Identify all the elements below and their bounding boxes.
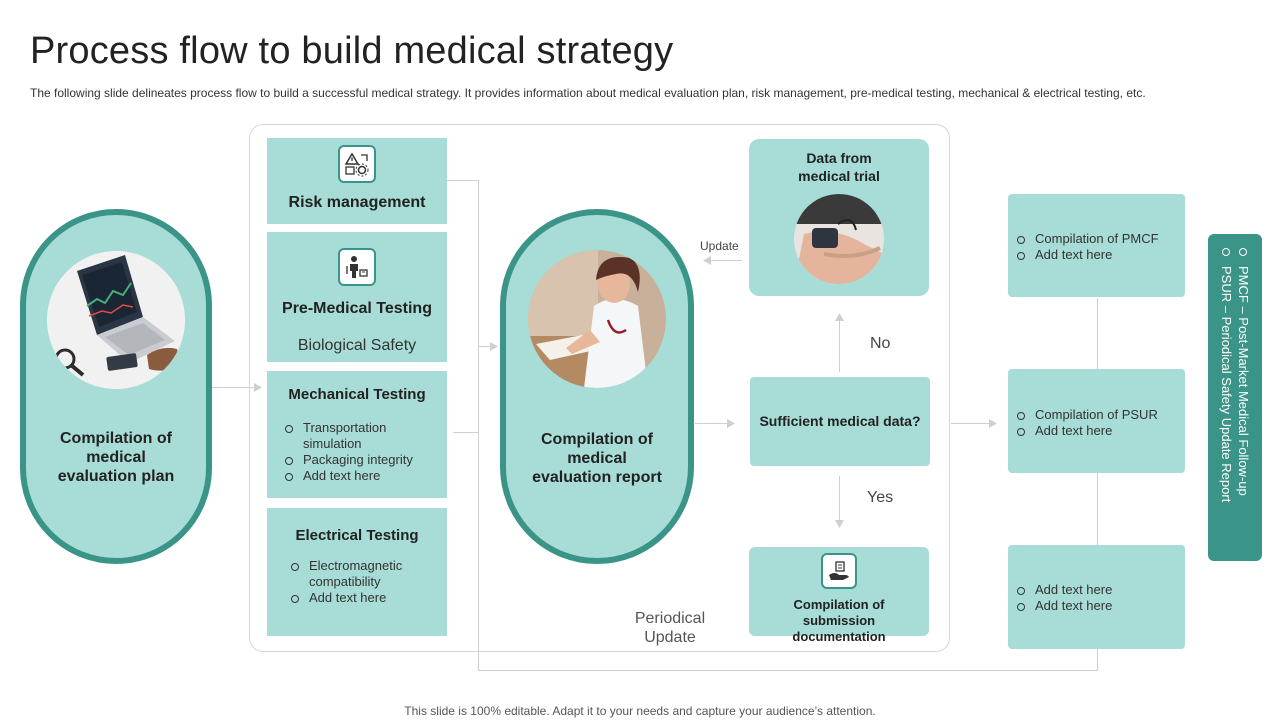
laptop-photo <box>47 251 185 389</box>
medical-trial-title: Data from medical trial <box>798 150 880 184</box>
connector-risk-out <box>447 180 478 181</box>
sufficient-data-label: Sufficient medical data? <box>759 413 921 429</box>
periodical-update-label: Periodical Update <box>634 610 706 646</box>
list-item: Add text here <box>1017 582 1177 598</box>
legend-item-psur: PSUR – Periodical Safety Update Report <box>1218 248 1235 548</box>
electrical-testing-bullets: Electromagnetic compatibility Add text h… <box>291 558 431 606</box>
connector-yes <box>839 476 840 522</box>
arrow-head-plan <box>254 383 262 392</box>
evaluation-report-label: Compilation of medical evaluation report <box>532 431 662 486</box>
abbreviation-legend-text: PMCF – Post-Market Medical Follow-up PSU… <box>1218 248 1252 548</box>
connector-no <box>839 320 840 372</box>
electrical-testing-box: Electrical Testing Electromagnetic compa… <box>267 508 447 636</box>
pmcf-box: Compilation of PMCF Add text here <box>1008 194 1185 297</box>
medical-trial-box: Data from medical trial <box>749 139 929 296</box>
pre-medical-testing-box: Pre-Medical Testing Biological Safety <box>267 232 447 362</box>
update-label: Update <box>700 239 739 253</box>
mechanical-testing-box: Mechanical Testing Transportation simula… <box>267 371 447 498</box>
arrow-head-update <box>703 256 711 265</box>
additional-bullets: Add text here Add text here <box>1017 582 1177 614</box>
list-item: Transportation simulation <box>285 420 435 452</box>
abbreviation-legend: PMCF – Post-Market Medical Follow-up PSU… <box>1208 234 1262 561</box>
list-item: Compilation of PMCF <box>1017 231 1177 247</box>
arrow-head-right <box>989 419 997 428</box>
arrow-head-report <box>490 342 498 351</box>
sufficient-data-decision-box: Sufficient medical data? <box>750 377 930 466</box>
psur-box: Compilation of PSUR Add text here <box>1008 369 1185 473</box>
connector-plan-to-tests <box>212 387 258 388</box>
risk-management-title: Risk management <box>288 194 426 211</box>
pmcf-bullets: Compilation of PMCF Add text here <box>1017 231 1177 263</box>
process-frame <box>249 124 950 652</box>
additional-box: Add text here Add text here <box>1008 545 1185 649</box>
connector-right-vertical <box>1097 298 1098 671</box>
psur-bullets: Compilation of PSUR Add text here <box>1017 407 1177 439</box>
list-item: Add text here <box>1017 247 1177 263</box>
connector-bus-to-report <box>478 346 492 347</box>
electrical-testing-title: Electrical Testing <box>295 527 419 544</box>
arrow-head-no <box>835 313 844 321</box>
list-item: Add text here <box>1017 423 1177 439</box>
page-subtitle: The following slide delineates process f… <box>30 86 1146 100</box>
list-item: Add text here <box>285 468 435 484</box>
list-item: Add text here <box>1017 598 1177 614</box>
list-item: Compilation of PSUR <box>1017 407 1177 423</box>
risk-triangle-gear-icon <box>338 145 376 183</box>
arrow-head-yes <box>835 520 844 528</box>
list-item: Electromagnetic compatibility <box>291 558 431 590</box>
decision-yes-label: Yes <box>867 489 894 506</box>
mechanical-testing-bullets: Transportation simulation Packaging inte… <box>285 420 435 484</box>
list-item: Packaging integrity <box>285 452 435 468</box>
evaluation-report-pill: Compilation of medical evaluation report <box>500 209 694 564</box>
mechanical-testing-title: Mechanical Testing <box>288 386 426 403</box>
evaluation-plan-pill: Compilation of medical evaluation plan <box>20 209 212 564</box>
list-item: Add text here <box>291 590 431 606</box>
arrow-head-decision <box>727 419 735 428</box>
risk-management-box: Risk management <box>267 138 447 224</box>
submission-documentation-title: Compilation of submission documentation <box>792 597 886 644</box>
blood-pressure-photo <box>794 194 884 284</box>
connector-report-to-decision <box>695 423 729 424</box>
connector-decision-to-right <box>951 423 991 424</box>
connector-update <box>710 260 742 261</box>
hand-document-icon <box>821 553 857 589</box>
page-title: Process flow to build medical strategy <box>30 30 674 72</box>
decision-no-label: No <box>870 335 891 352</box>
pre-medical-testing-subtitle: Biological Safety <box>297 337 417 354</box>
legend-item-pmcf: PMCF – Post-Market Medical Follow-up <box>1235 248 1252 548</box>
connector-mech-out <box>453 432 478 433</box>
evaluation-plan-label: Compilation of medical evaluation plan <box>57 430 175 485</box>
connector-bus-vertical <box>478 180 479 671</box>
submission-documentation-box: Compilation of submission documentation <box>749 547 929 644</box>
person-testing-icon <box>338 248 376 286</box>
doctor-photo <box>528 250 666 388</box>
pre-medical-testing-title: Pre-Medical Testing <box>282 300 432 317</box>
connector-periodical-bottom <box>478 670 1098 671</box>
footer-note: This slide is 100% editable. Adapt it to… <box>404 704 876 718</box>
